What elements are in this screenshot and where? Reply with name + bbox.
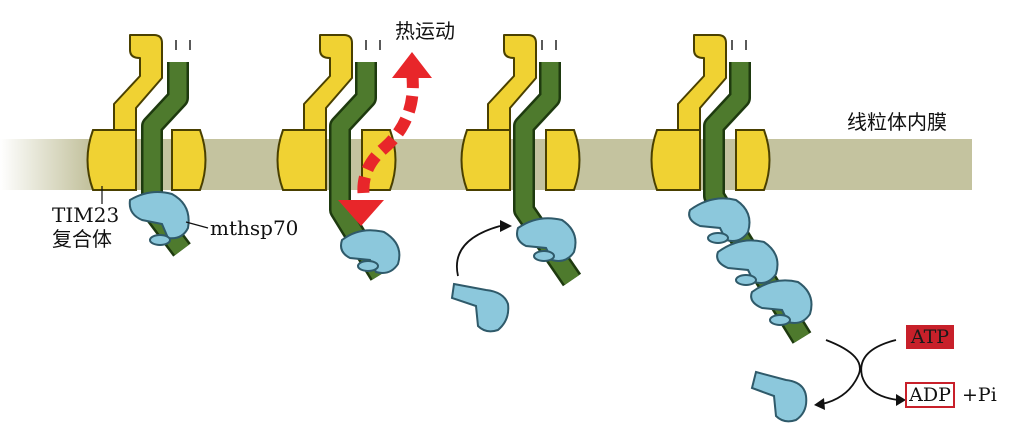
atp-label: ATP [910,326,949,348]
mthsp70 [517,218,576,261]
atp-exchange-arrowhead [896,394,906,406]
mthsp70 [751,280,811,325]
release-arrow [822,340,860,404]
released-mthsp70 [752,372,806,421]
atp-exchange-arrow [861,340,898,400]
free-mthsp70 [452,284,508,331]
tim23-label: TIM23 [52,203,119,227]
panel-3 [452,35,580,331]
membrane-label: 线粒体内膜 [847,110,947,134]
panel-4: ATP ADP +Pi [652,35,997,421]
mthsp70 [689,198,749,243]
thermal-motion-label: 热运动 [395,19,455,43]
pi-label: +Pi [962,384,997,406]
mthsp70 [130,192,189,245]
release-arrowhead [814,398,825,410]
mthsp70-label: mthsp70 [210,216,298,240]
rebinding-arrow [457,226,500,276]
tim23-complex-label: 复合体 [52,227,112,251]
adp-label: ADP [908,384,951,406]
mthsp70 [717,240,777,285]
rebinding-arrowhead [500,220,512,232]
mthsp70 [341,230,399,273]
